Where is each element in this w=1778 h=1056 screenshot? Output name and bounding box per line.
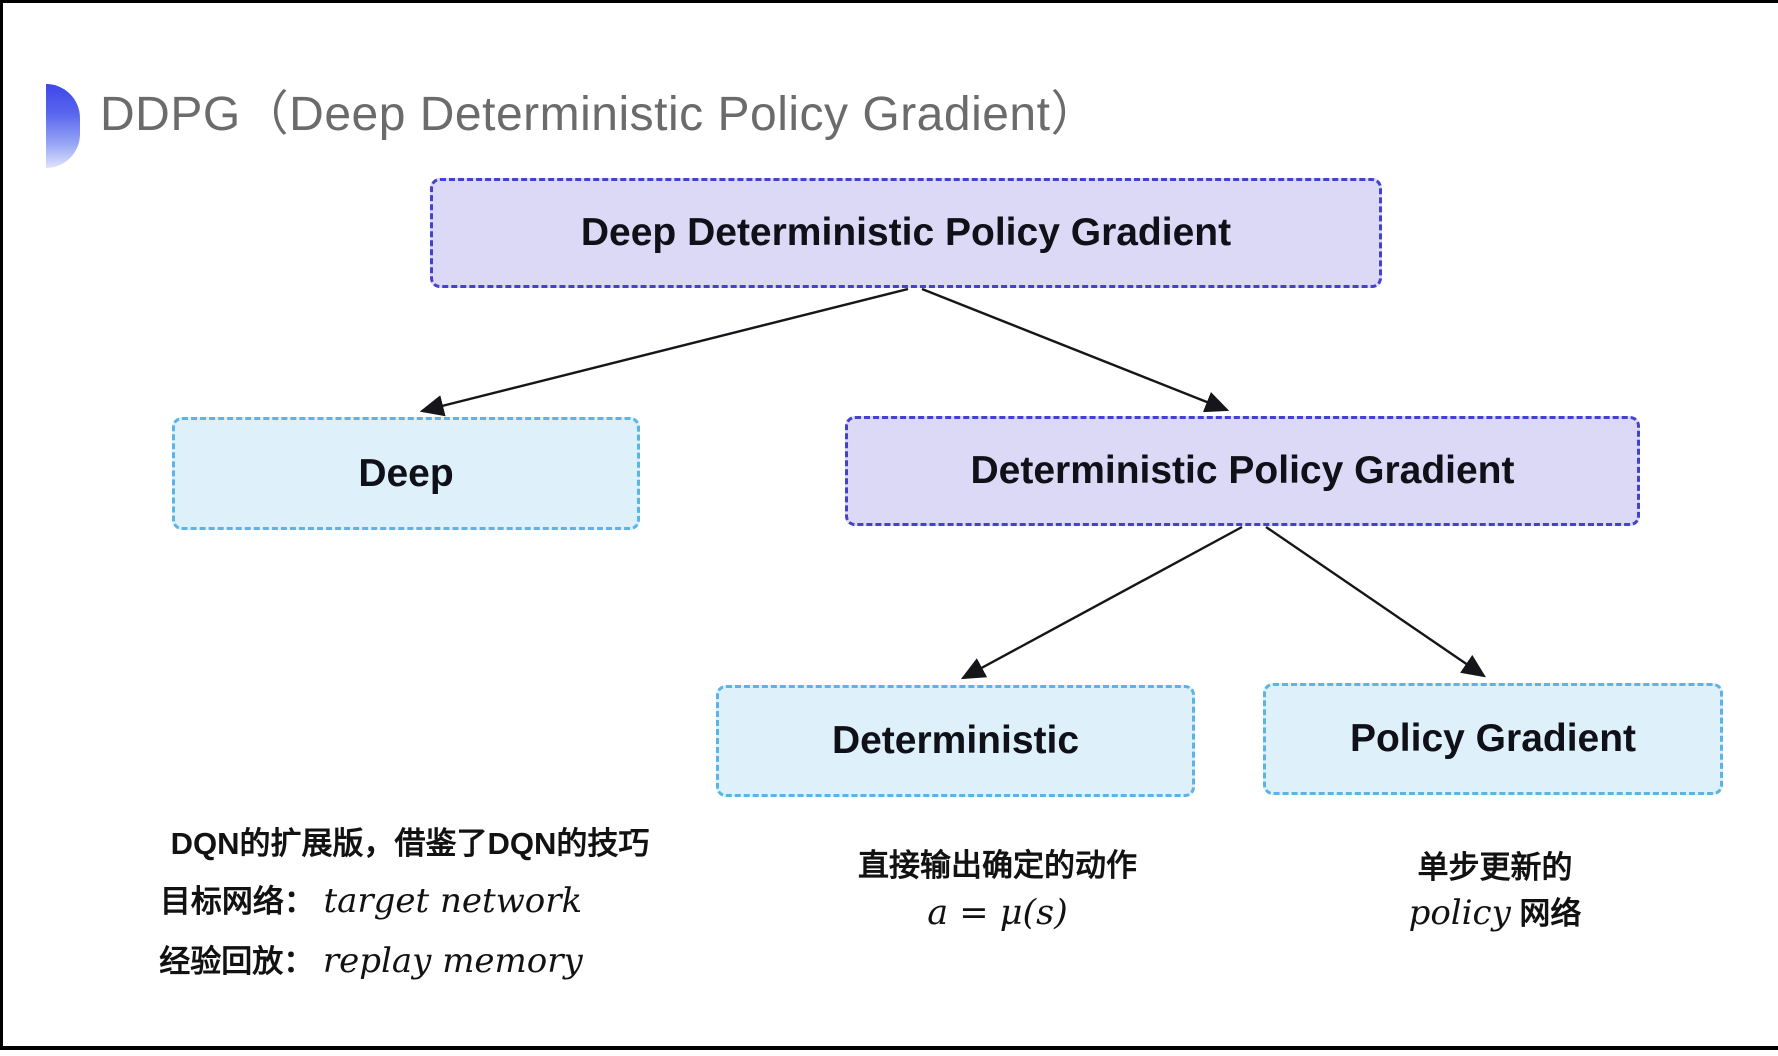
node-deterministic-policy-gradient: Deterministic Policy Gradient bbox=[845, 416, 1640, 526]
node-deep: Deep bbox=[172, 417, 640, 530]
page-title: DDPG（Deep Deterministic Policy Gradient） bbox=[100, 88, 1099, 141]
node-label: Deterministic Policy Gradient bbox=[970, 449, 1515, 492]
node-label: Deep bbox=[358, 451, 454, 495]
note-pg-line2: policy 网络 bbox=[1325, 893, 1665, 933]
note-pg-line2-rest: 网络 bbox=[1519, 896, 1582, 931]
node-label: Deep Deterministic Policy Gradient bbox=[580, 211, 1232, 254]
note-det-formula: a = μ(s) bbox=[927, 893, 1068, 933]
note-deep-line3-label: 经验回放： bbox=[159, 944, 315, 979]
note-deep-line2: 目标网络： target network bbox=[120, 881, 700, 921]
frame-border-top bbox=[0, 0, 1778, 3]
node-label: Policy Gradient bbox=[1349, 717, 1637, 760]
arrow-root-to-dpg bbox=[921, 287, 1230, 413]
frame-border-bottom bbox=[0, 1046, 1778, 1050]
note-policy-gradient: 单步更新的 policy 网络 bbox=[1325, 852, 1665, 933]
note-deep-dqn: DQN的扩展版，借鉴了DQN的技巧 目标网络： target network 经… bbox=[120, 828, 700, 1001]
node-deep-deterministic-policy-gradient: Deep Deterministic Policy Gradient bbox=[430, 178, 1382, 288]
arrow-dpg-to-policy-gradient bbox=[1265, 526, 1486, 678]
note-deep-line3: 经验回放： replay memory bbox=[120, 941, 700, 981]
note-deep-line2-value: target network bbox=[323, 881, 583, 921]
note-pg-line2-policy: policy bbox=[1408, 893, 1511, 933]
node-policy-gradient: Policy Gradient bbox=[1263, 683, 1723, 795]
arrow-dpg-to-deterministic bbox=[960, 525, 1243, 680]
note-pg-line1: 单步更新的 bbox=[1417, 850, 1573, 885]
note-deep-line2-label: 目标网络： bbox=[159, 884, 315, 919]
frame-border-left bbox=[0, 0, 3, 1050]
note-deep-line3-value: replay memory bbox=[322, 941, 583, 981]
node-label: Deterministic bbox=[831, 719, 1080, 762]
title-bullet-icon bbox=[46, 84, 80, 168]
note-deterministic: 直接输出确定的动作 a = μ(s) bbox=[790, 850, 1205, 933]
note-deep-line1: DQN的扩展版，借鉴了DQN的技巧 bbox=[170, 826, 650, 861]
note-det-line1: 直接输出确定的动作 bbox=[858, 848, 1137, 883]
arrow-root-to-deep bbox=[419, 287, 909, 417]
node-deterministic: Deterministic bbox=[716, 685, 1195, 797]
